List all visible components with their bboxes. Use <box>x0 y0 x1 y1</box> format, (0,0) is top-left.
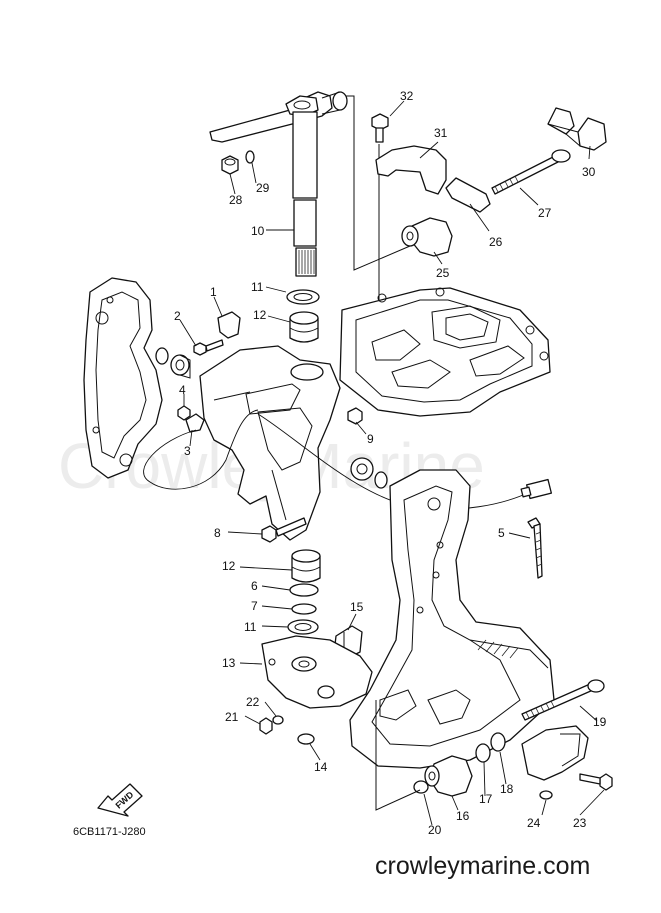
swivel-bracket <box>199 345 341 541</box>
callout-13: 13 <box>222 656 236 670</box>
callout-21: 21 <box>225 710 239 724</box>
lower-casing <box>349 469 555 769</box>
washer-2 <box>155 347 169 365</box>
callout-15: 15 <box>350 600 364 614</box>
washer-right <box>374 471 388 489</box>
washer-7 <box>291 603 317 615</box>
callout-7: 7 <box>251 599 258 613</box>
bolt-9 <box>347 407 363 425</box>
washer-22 <box>272 715 284 725</box>
bushing-right <box>350 457 374 481</box>
callout-12-lower: 12 <box>222 559 236 573</box>
callout-17: 17 <box>479 792 493 806</box>
pin-5 <box>527 517 543 579</box>
callout-8: 8 <box>214 526 221 540</box>
callouts: 32 31 30 27 26 25 29 28 10 11 12 1 2 4 3… <box>174 89 607 837</box>
callout-1: 1 <box>210 285 217 299</box>
mount-bracket-31 <box>375 145 447 195</box>
callout-28: 28 <box>229 193 243 207</box>
callout-11-upper: 11 <box>251 280 264 294</box>
clamp-bracket <box>83 277 163 479</box>
callout-20: 20 <box>428 823 442 837</box>
callout-3: 3 <box>184 444 191 458</box>
clip-30 <box>547 107 607 151</box>
diagram-code: 6CB1171-J280 <box>73 826 146 838</box>
steering-shaft <box>292 111 318 277</box>
callout-9: 9 <box>367 432 374 446</box>
site-url[interactable]: crowleymarine.com <box>375 852 590 880</box>
callout-14: 14 <box>314 760 328 774</box>
callout-25: 25 <box>436 266 450 280</box>
o-ring-6 <box>289 583 319 597</box>
callout-22: 22 <box>246 695 260 709</box>
plate-26 <box>445 177 491 213</box>
mount-cover-13 <box>261 635 373 709</box>
washer-29 <box>245 150 255 164</box>
washer-20 <box>413 780 429 794</box>
bolt-8 <box>261 517 307 543</box>
callout-4: 4 <box>179 383 186 397</box>
callout-11-lower: 11 <box>244 620 257 634</box>
callout-24: 24 <box>527 816 541 830</box>
washer-11-upper <box>286 289 320 305</box>
callout-23: 23 <box>573 816 587 830</box>
upper-casing <box>339 287 551 417</box>
bushing-2 <box>170 354 191 379</box>
steering-arm <box>209 91 348 143</box>
callout-30: 30 <box>582 165 596 179</box>
bracket-24 <box>521 725 589 800</box>
bushing-12-upper <box>289 311 319 343</box>
washer-18 <box>490 732 506 752</box>
connector <box>520 478 553 500</box>
callout-26: 26 <box>489 235 503 249</box>
callout-19: 19 <box>593 715 607 729</box>
ground-lead-3 <box>143 409 259 490</box>
bolt-27 <box>491 149 571 195</box>
callout-32: 32 <box>400 89 414 103</box>
callout-5: 5 <box>498 526 505 540</box>
nut-21 <box>259 717 273 735</box>
bolt-32 <box>371 113 389 143</box>
callout-31: 31 <box>434 126 448 140</box>
rubber-mount-16 <box>424 755 473 797</box>
rubber-mount-25 <box>401 217 453 257</box>
washer-11-lower <box>287 619 319 635</box>
callout-18: 18 <box>500 782 514 796</box>
bolt-23 <box>579 773 613 791</box>
bolt-2 <box>193 339 224 356</box>
callout-29: 29 <box>256 181 270 195</box>
bolt-19 <box>521 679 605 721</box>
clip-14 <box>297 733 315 745</box>
nut-28 <box>221 155 239 175</box>
clip-1 <box>217 311 241 339</box>
callout-27: 27 <box>538 206 552 220</box>
callout-2: 2 <box>174 309 181 323</box>
callout-10: 10 <box>251 224 265 238</box>
leader-lines <box>179 100 605 826</box>
bushing-12-lower <box>291 549 321 583</box>
callout-16: 16 <box>456 809 470 823</box>
washer-17 <box>475 743 491 763</box>
screw-4 <box>177 405 191 421</box>
callout-6: 6 <box>251 579 258 593</box>
fwd-arrow-icon: FWD <box>97 783 143 817</box>
callout-12-upper: 12 <box>253 308 267 322</box>
